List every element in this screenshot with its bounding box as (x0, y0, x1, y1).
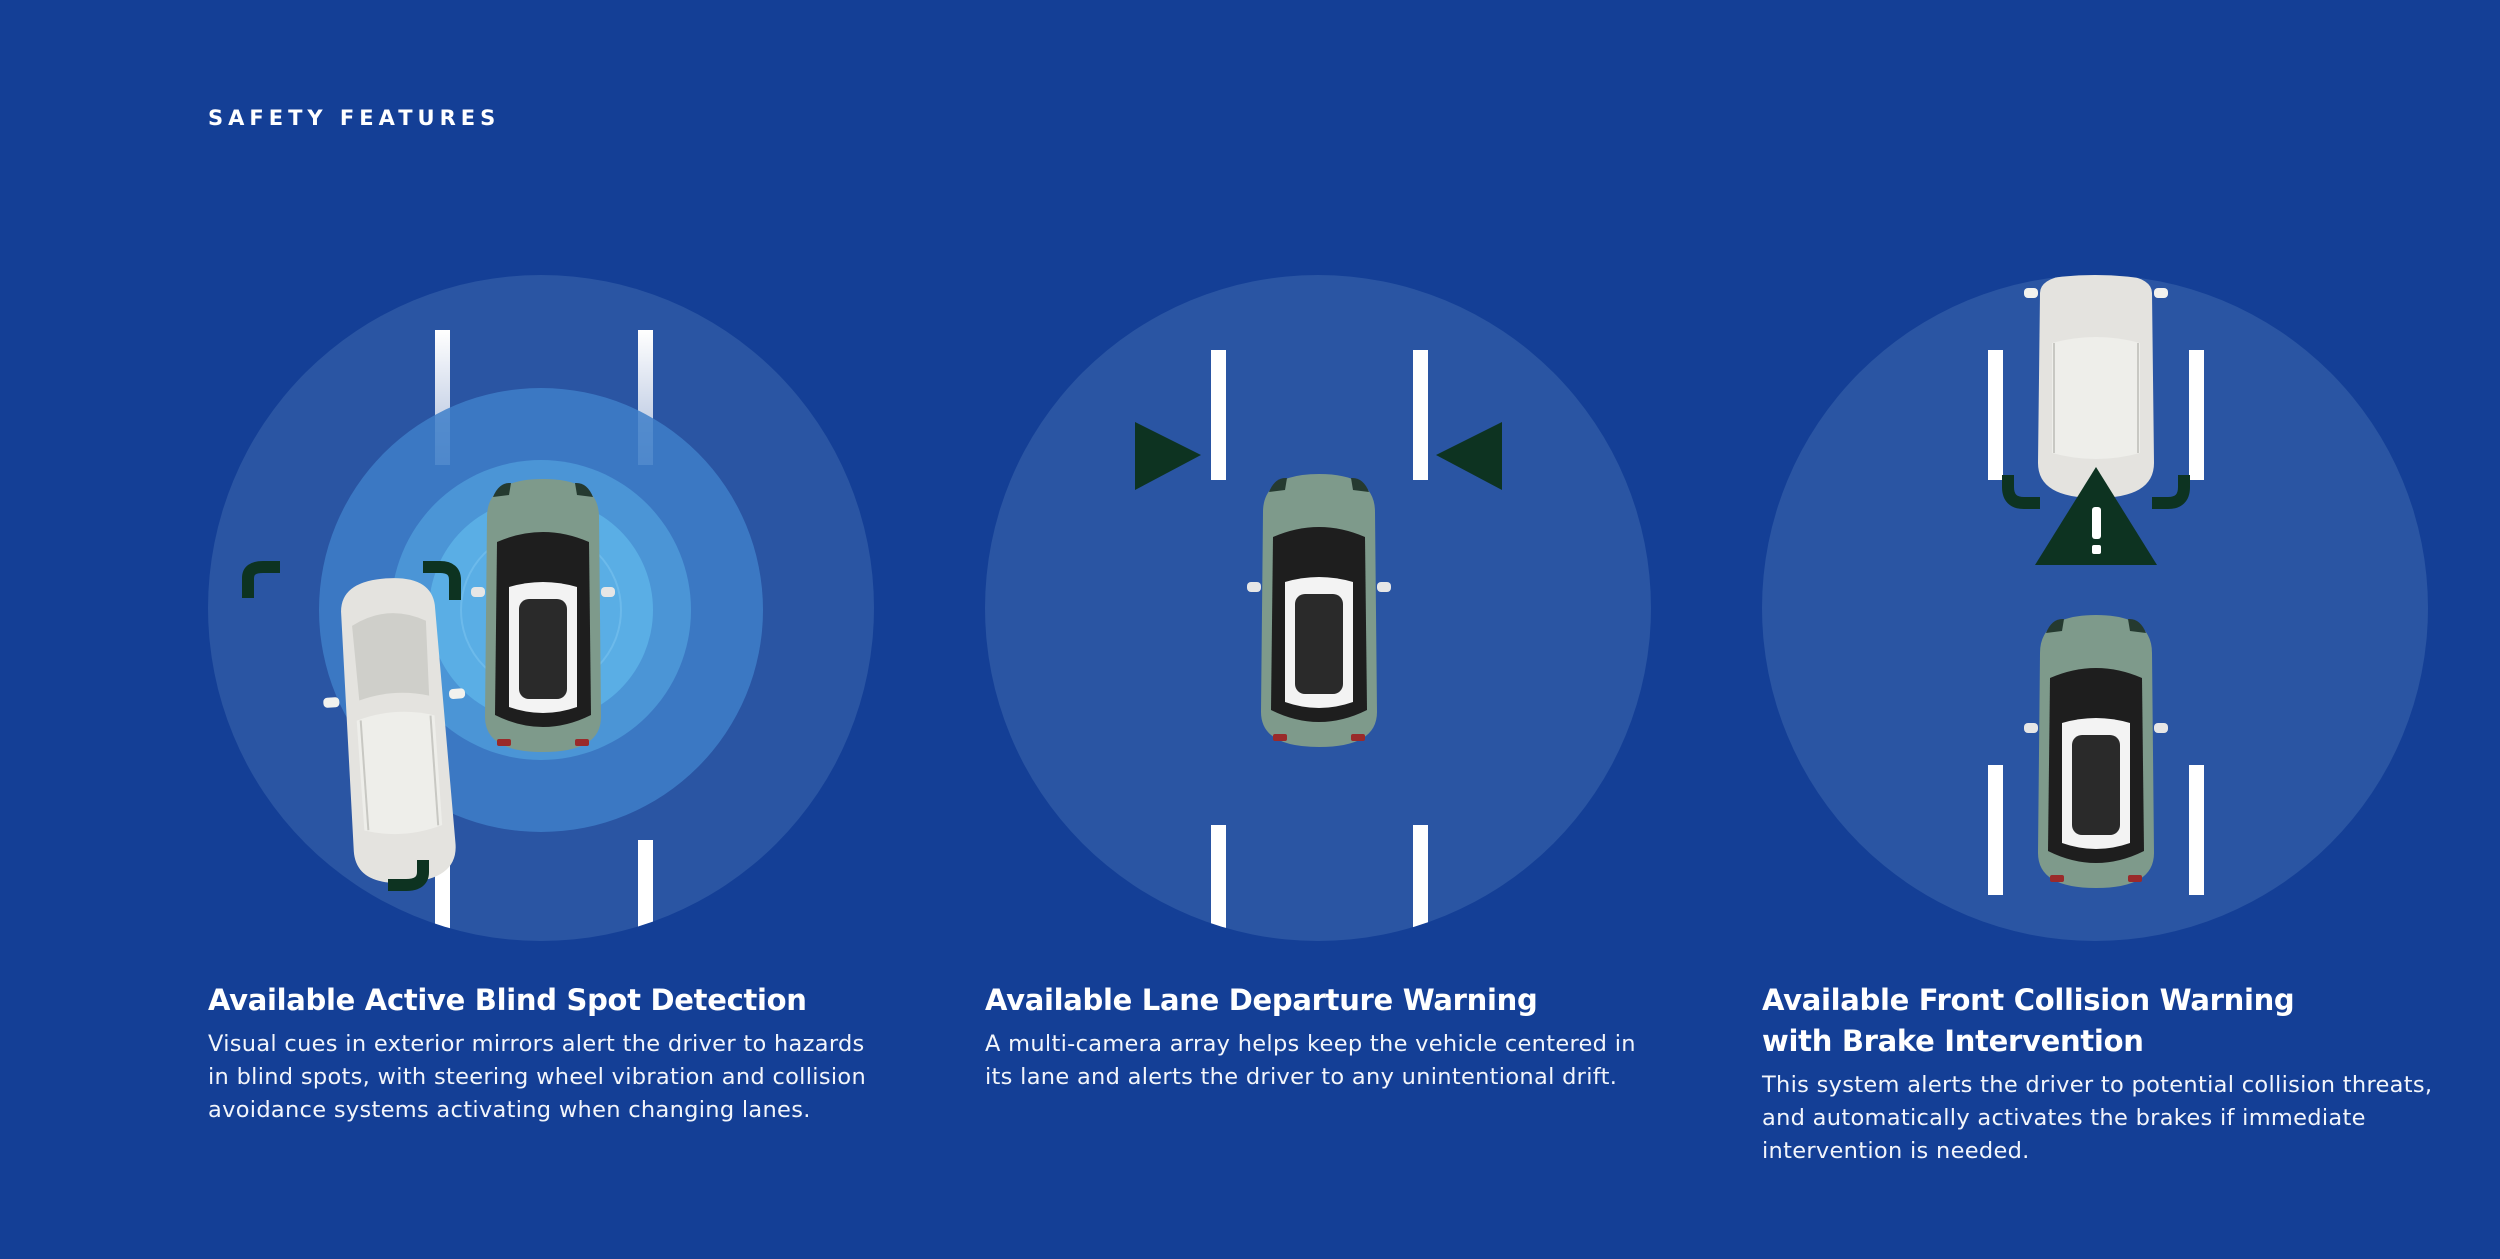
lane-marking (1413, 825, 1428, 941)
feature-front-collision: Available Front Collision Warning with B… (1762, 275, 2462, 1175)
feature-description: A multi-camera array helps keep the vehi… (985, 1031, 1636, 1090)
feature-title: Available Lane Departure Warning (985, 983, 1538, 1017)
lane-marking (638, 840, 653, 940)
lane-departure-illustration (985, 275, 1651, 941)
car-icon (2024, 275, 2168, 498)
lane-marking (2189, 765, 2204, 895)
feature-lane-departure: Available Lane Departure Warning A multi… (985, 275, 1655, 1135)
warning-triangle-icon (2035, 467, 2157, 565)
car-icon (2024, 615, 2168, 888)
lane-marking (1988, 350, 2003, 480)
lane-marking (1988, 765, 2003, 895)
section-label: SAFETY FEATURES (208, 106, 501, 130)
car-icon (471, 479, 615, 752)
proximity-bracket-icon (2002, 475, 2190, 509)
lane-marking (2189, 350, 2204, 480)
feature-description: This system alerts the driver to potenti… (1762, 1072, 2433, 1164)
lane-marking (1413, 350, 1428, 480)
lane-marking (1211, 350, 1226, 480)
blind-spot-bracket-icon (242, 561, 461, 891)
feature-blind-spot: Available Active Blind Spot Detection Vi… (208, 275, 878, 1135)
feature-description: Visual cues in exterior mirrors alert th… (208, 1031, 867, 1123)
feature-disc (1762, 275, 2428, 941)
blind-spot-illustration (208, 275, 874, 941)
lane-arrow-left-icon (1436, 422, 1502, 490)
feature-title: Available Front Collision Warning with B… (1762, 983, 2295, 1058)
front-collision-illustration (1762, 275, 2428, 941)
car-icon (1247, 474, 1391, 747)
feature-title: Available Active Blind Spot Detection (208, 983, 807, 1017)
lane-marking (1211, 825, 1226, 941)
car-icon (323, 578, 466, 883)
lane-arrow-right-icon (1135, 422, 1201, 490)
